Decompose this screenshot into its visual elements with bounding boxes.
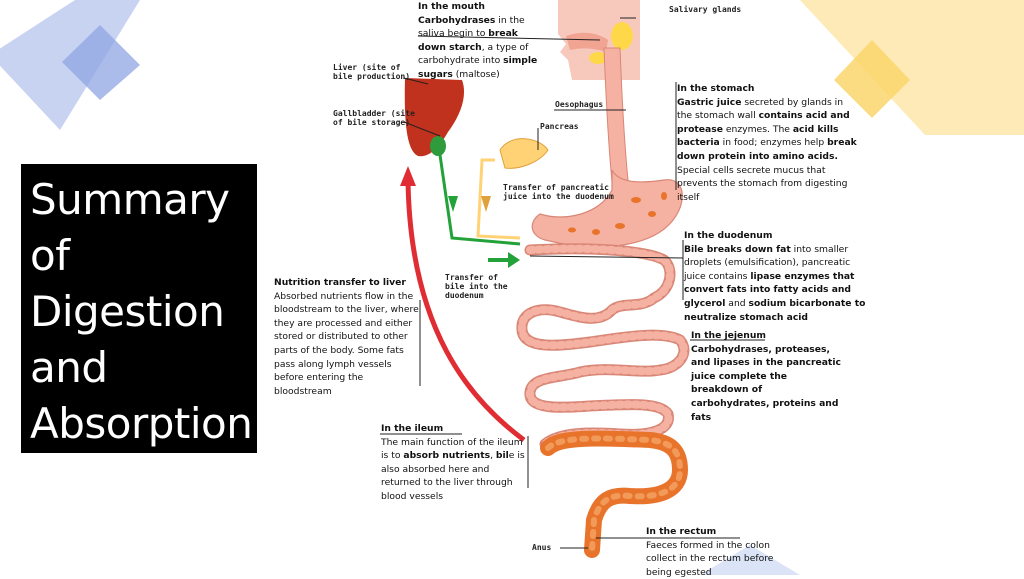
label-anus: Anus bbox=[532, 543, 552, 552]
note-stomach-t1: Gastric juice bbox=[677, 96, 742, 108]
label-bile-transfer: Transfer of bile into the duodenum bbox=[445, 273, 508, 300]
yellow-diamond-small bbox=[834, 40, 910, 118]
note-rectum-t1: Faeces formed in the colon collect in th… bbox=[646, 539, 774, 578]
note-ileum: In the ileum The main function of the il… bbox=[381, 422, 527, 504]
label-salivary-glands: Salivary glands bbox=[669, 5, 742, 14]
salivary-gland bbox=[611, 22, 633, 50]
bile-arrow bbox=[448, 196, 458, 212]
note-duodenum-t5: sodium bicarbonate to neutralize stomach… bbox=[684, 297, 866, 323]
note-mouth-t1: Carbohydrases bbox=[418, 14, 496, 26]
nutrient-transfer-arrow bbox=[405, 179, 526, 443]
note-mouth-t2: in the saliva begin to bbox=[418, 14, 525, 40]
note-mouth-t4: , a type of carbohydrate into bbox=[418, 41, 529, 67]
note-mouth-t5: simple sugars bbox=[418, 55, 538, 80]
stomach bbox=[531, 169, 683, 248]
salivary-gland-lower bbox=[589, 52, 607, 64]
label-pancreas: Pancreas bbox=[540, 122, 579, 131]
blue-diamond-small bbox=[62, 25, 140, 100]
note-duodenum: In the duodenum Bile breaks down fat int… bbox=[684, 229, 870, 324]
note-rectum-heading: In the rectum bbox=[646, 526, 717, 537]
note-duodenum-t2: into smaller droplets (emulsification), … bbox=[684, 243, 851, 282]
note-jejenum-heading: In the jejenum bbox=[691, 330, 766, 341]
note-liver-transfer-heading: Nutrition transfer to liver bbox=[274, 277, 406, 288]
note-rectum: In the rectum Faeces formed in the colon… bbox=[646, 525, 796, 579]
note-jejenum: In the jejenum Carbohydrases, proteases,… bbox=[691, 329, 841, 424]
stomach-folds bbox=[568, 192, 667, 235]
note-stomach-t4: enzymes. The bbox=[722, 123, 793, 135]
note-stomach-t5: acid kills bacteria bbox=[677, 123, 839, 149]
label-liver: Liver (site of bile production) bbox=[333, 63, 411, 81]
note-stomach-t2: secreted by glands in the stomach wall bbox=[677, 96, 844, 122]
note-duodenum-t4: and bbox=[725, 297, 749, 309]
note-ileum-t5: e is also absorbed here and returned to … bbox=[381, 450, 525, 502]
note-ileum-t4: bil bbox=[495, 450, 509, 462]
yellow-diamond-large bbox=[800, 0, 1024, 135]
label-pancreatic-juice: Transfer of pancreatic juice into the du… bbox=[503, 183, 614, 201]
note-mouth-t6: (maltose) bbox=[452, 68, 500, 80]
note-liver-transfer: Nutrition transfer to liver Absorbed nut… bbox=[274, 276, 420, 398]
note-duodenum-t1: Bile breaks down fat bbox=[684, 243, 791, 255]
nutrient-transfer-arrowhead bbox=[400, 166, 416, 186]
pointer-lines bbox=[380, 17, 765, 549]
bile-duct bbox=[438, 154, 521, 246]
title-box: Summary of Digestion and Absorption bbox=[21, 164, 257, 453]
note-mouth: In the mouth Carbohydrases in the saliva… bbox=[418, 0, 546, 82]
note-mouth-t3: break down starch bbox=[418, 28, 518, 53]
note-ileum-t2: absorb nutrients bbox=[403, 450, 491, 462]
note-duodenum-t3: lipase enzymes that convert fats into fa… bbox=[684, 270, 855, 309]
gallbladder bbox=[430, 136, 446, 156]
mouth-cavity bbox=[566, 32, 608, 52]
note-stomach-t7: break down protein into amino acids. bbox=[677, 137, 857, 162]
pancreatic-arrow bbox=[481, 196, 491, 212]
note-liver-transfer-t1: Absorbed nutrients flow in the bloodstre… bbox=[274, 290, 419, 397]
note-stomach-heading: In the stomach bbox=[677, 83, 755, 94]
bile-arrow-right bbox=[488, 252, 520, 268]
note-duodenum-heading: In the duodenum bbox=[684, 230, 773, 241]
page-title: Summary of Digestion and Absorption bbox=[30, 175, 253, 448]
small-intestine-inner bbox=[517, 244, 688, 448]
note-ileum-t1: The main function of the ileum is to bbox=[381, 436, 523, 462]
pancreas bbox=[499, 138, 549, 169]
note-ileum-heading: In the ileum bbox=[381, 423, 444, 434]
label-gallbladder: Gallbladder (site of bile storage) bbox=[333, 109, 415, 127]
liver bbox=[404, 78, 465, 157]
note-stomach: In the stomach Gastric juice secreted by… bbox=[677, 82, 859, 204]
note-mouth-heading: In the mouth bbox=[418, 1, 485, 12]
note-stomach-t6: in food; enzymes help bbox=[719, 137, 828, 149]
label-oesophagus: Oesophagus bbox=[555, 100, 604, 109]
blue-diamond-bottom bbox=[700, 545, 800, 575]
note-stomach-t3: contains acid and protease bbox=[677, 110, 850, 135]
oesophagus bbox=[603, 47, 629, 183]
note-jejenum-t1: Carbohydrases, proteases, and lipases in… bbox=[691, 343, 841, 423]
note-stomach-t8: Special cells secrete mucus that prevent… bbox=[677, 164, 848, 203]
note-ileum-t3: , bbox=[490, 450, 496, 462]
pancreatic-duct bbox=[476, 158, 521, 240]
large-intestine-highlight bbox=[545, 435, 684, 553]
